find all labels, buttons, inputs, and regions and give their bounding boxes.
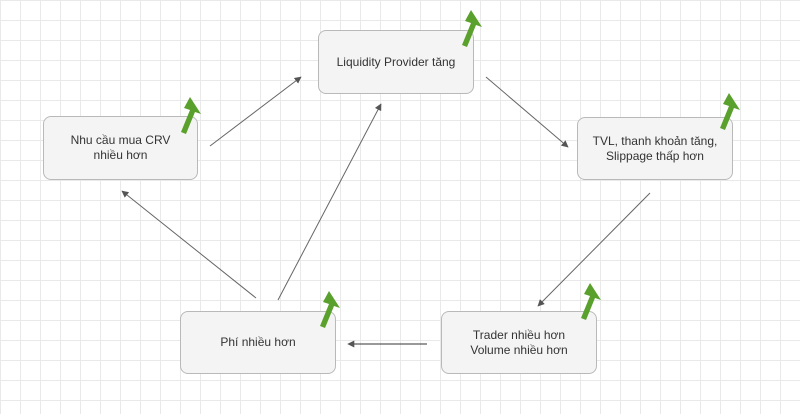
node-trader-volume: Trader nhiều hơn Volume nhiều hơn — [441, 311, 597, 374]
node-tvl-liquidity: TVL, thanh khoản tăng, Slippage thấp hơn — [577, 117, 733, 180]
connector-fee-to-liquidity — [277, 103, 382, 301]
node-demand-line-2: nhiều hơn — [93, 148, 148, 162]
node-fee-line-1: Phí nhiều hơn — [220, 335, 296, 349]
increase-arrow-icon-tvl — [720, 93, 740, 130]
connector-liquidity-to-tvl — [485, 76, 569, 148]
increase-arrow-icon-demand — [181, 97, 201, 134]
node-trader-line-2: Volume nhiều hơn — [470, 342, 568, 357]
node-demand-line-1: Nhu cầu mua CRV — [70, 133, 171, 147]
node-tvl-line-2: Slippage thấp hơn — [606, 148, 704, 163]
connector-demand-to-liquidity — [209, 76, 302, 147]
node-tvl-line-1: TVL, thanh khoản tăng, — [592, 133, 718, 148]
node-fee: Phí nhiều hơn — [180, 311, 336, 374]
node-crv-demand: Nhu cầu mua CRV nhiều hơn — [43, 116, 198, 180]
node-liquidity-provider: Liquidity Provider tăng — [318, 30, 474, 94]
increase-arrow-icon-liquidity — [462, 10, 482, 47]
increase-arrow-icon-trader — [581, 283, 601, 320]
node-trader-line-1: Trader nhiều hơn — [472, 327, 566, 342]
connector-fee-to-demand — [121, 190, 257, 299]
connector-tvl-to-trader — [537, 192, 651, 307]
increase-arrow-icon-fee — [320, 291, 340, 328]
node-liquidity-provider-line-1: Liquidity Provider tăng — [336, 54, 456, 69]
